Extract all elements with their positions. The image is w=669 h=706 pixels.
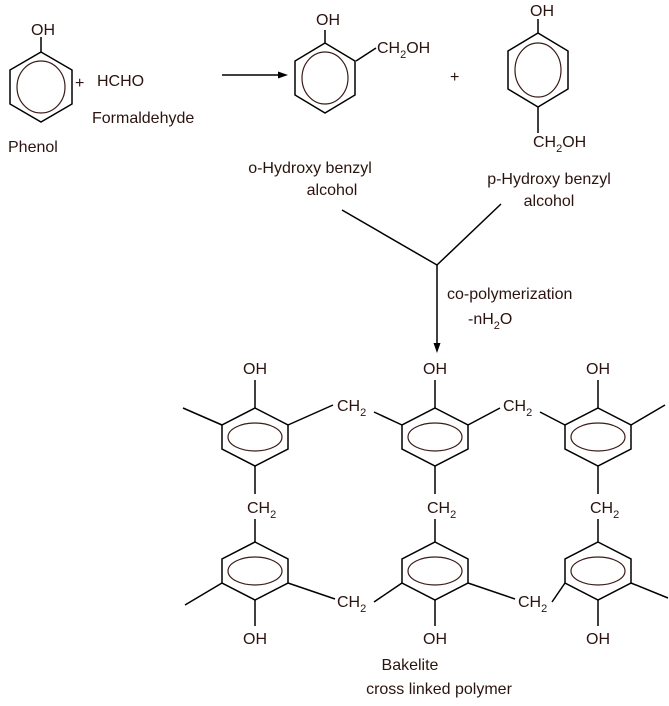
ch2-main: CH (518, 594, 541, 611)
polymer-label: cross linked polymer (366, 681, 513, 698)
ch2-bond (287, 404, 334, 426)
oh-group: OH (243, 361, 267, 378)
merge-line-left (341, 209, 438, 266)
phenol-label: Phenol (8, 139, 58, 156)
methyl-bond (184, 582, 223, 606)
ch2-sub: 2 (360, 407, 366, 419)
ch2-sub: 2 (526, 407, 532, 419)
phenol-ring-aromatic-circle (16, 60, 66, 114)
hcho-formula: HCHO (97, 73, 144, 90)
ch2-group: CH2 (337, 398, 366, 419)
phenol-unit-ring (221, 407, 289, 467)
ch2-bond (373, 411, 403, 426)
condition-line1: co-polymerization (447, 286, 572, 303)
para-oh: OH (530, 3, 554, 20)
para-ring-aromatic-circle (514, 42, 562, 98)
aromatic-circle (407, 556, 463, 586)
methyl-bond (630, 582, 669, 599)
oh-group: OH (423, 361, 447, 378)
condition-line2: -nH2O (468, 311, 512, 332)
methyl-bond (182, 407, 223, 426)
bakelite-label: Bakelite (382, 657, 439, 674)
aromatic-circle (570, 422, 626, 452)
ch2-bond (467, 407, 501, 426)
methyl-bond (630, 404, 666, 426)
ch2-sub: 2 (613, 509, 619, 521)
ch2-main: CH (247, 500, 270, 517)
aromatic-circle (227, 556, 283, 586)
ortho-label-line2: alcohol (307, 182, 358, 199)
ortho-label-line1: o-Hydroxy benzyl (248, 160, 372, 177)
ch2-sub: 2 (541, 603, 547, 615)
ch2-bond (539, 411, 566, 426)
phenol-ring (9, 51, 73, 123)
para-ring (507, 32, 569, 108)
phenol-unit-ring (564, 407, 632, 467)
ortho-ch2oh: CH2OH (377, 40, 430, 61)
phenol-unit-ring (401, 407, 469, 467)
benzene-rings (9, 32, 569, 123)
ch2-group: CH2 (503, 398, 532, 419)
ch2-sub: 2 (450, 509, 456, 521)
ch2-main: CH (427, 500, 450, 517)
ortho-ring-aromatic-circle (301, 51, 349, 105)
ch2-main: CH (337, 398, 360, 415)
merge-line-right (436, 203, 502, 266)
oh-group: OH (586, 361, 610, 378)
phenol-unit-ring (564, 541, 632, 601)
phenol-oh: OH (31, 22, 55, 39)
phenol-unit-ring (401, 541, 469, 601)
ch2-sub: 2 (360, 603, 366, 615)
para-label-line2: alcohol (524, 193, 575, 210)
ortho-ring (294, 42, 356, 114)
arrow-head-icon (433, 343, 441, 353)
plus-sign-2: + (450, 69, 459, 86)
ch2-group: CH2 (247, 500, 276, 521)
ch2-group: CH2 (337, 594, 366, 615)
ch2-bond (467, 582, 516, 600)
ch2-group: CH2 (427, 500, 456, 521)
para-ch2oh: CH2OH (533, 134, 586, 155)
ch2-bond (551, 582, 566, 603)
arrow-head-icon (278, 71, 288, 79)
ch2-sub: 2 (270, 509, 276, 521)
oh-group: OH (586, 631, 610, 648)
ortho-ch2oh-bond (355, 47, 377, 62)
para-label-line1: p-Hydroxy benzyl (487, 171, 611, 188)
aromatic-circle (570, 556, 626, 586)
ch2-group: CH2 (518, 594, 547, 615)
oh-group: OH (243, 631, 267, 648)
plus-sign: + (75, 75, 84, 92)
phenol-unit-ring (221, 541, 289, 601)
ch2-main: CH (590, 500, 613, 517)
aromatic-circle (227, 422, 283, 452)
oh-group: OH (423, 631, 447, 648)
ch2-main: CH (337, 594, 360, 611)
formaldehyde-label: Formaldehyde (92, 110, 194, 127)
ch2-group: CH2 (590, 500, 619, 521)
ch2-main: CH (503, 398, 526, 415)
ortho-oh: OH (316, 12, 340, 29)
aromatic-circle (407, 422, 463, 452)
ch2-bond (373, 582, 403, 603)
ch2-bond (287, 582, 336, 600)
